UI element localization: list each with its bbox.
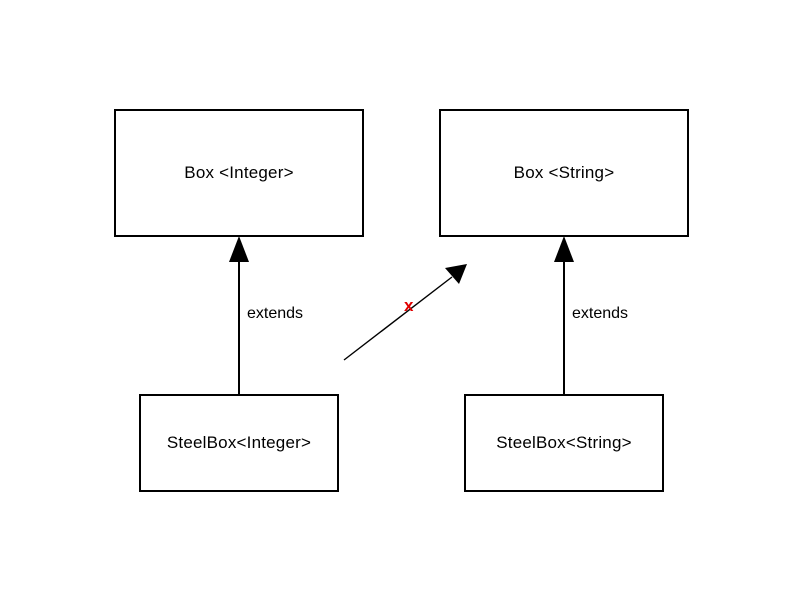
- invalid-relation-x-icon: x: [404, 296, 414, 315]
- class-box-steelbox-integer[interactable]: SteelBox<Integer>: [139, 394, 339, 492]
- edge-extends-string: [554, 236, 574, 394]
- class-box-box-string[interactable]: Box <String>: [439, 109, 689, 237]
- edge-invalid-relation-arrowhead: [445, 264, 467, 284]
- class-box-label: SteelBox<String>: [496, 433, 632, 452]
- edge-invalid-relation-line: [343, 276, 453, 361]
- edge-label-extends-string: extends: [572, 305, 629, 322]
- class-box-steelbox-string[interactable]: SteelBox<String>: [464, 394, 664, 492]
- class-box-box-integer[interactable]: Box <Integer>: [114, 109, 364, 237]
- edge-extends-integer: [229, 236, 249, 394]
- edge-extends-string-arrowhead: [554, 236, 574, 262]
- edge-label-extends-integer: extends: [247, 305, 304, 322]
- class-box-label: SteelBox<Integer>: [166, 433, 312, 452]
- class-box-label: Box <String>: [513, 163, 615, 182]
- class-box-label: Box <Integer>: [184, 163, 294, 182]
- edge-extends-integer-arrowhead: [229, 236, 249, 262]
